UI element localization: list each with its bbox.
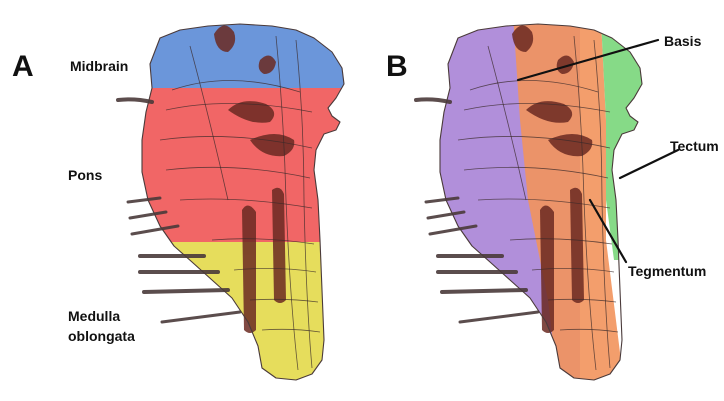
panel-a-regions xyxy=(130,0,350,401)
label-basis: Basis xyxy=(664,33,702,49)
midbrain-region xyxy=(130,0,350,88)
label-medulla-line2: oblongata xyxy=(68,328,135,344)
label-tectum: Tectum xyxy=(670,138,719,154)
panel-b-letter: B xyxy=(386,50,408,83)
panel-b: B Basis Tectum Tegmentum xyxy=(386,0,719,401)
label-medulla-line1: Medulla xyxy=(68,308,120,324)
label-tegmentum: Tegmentum xyxy=(628,263,706,279)
panel-a-letter: A xyxy=(12,50,34,83)
tectum-leader xyxy=(620,150,678,178)
panel-a: A Midbrain Pons Medulla oblongata xyxy=(12,0,350,401)
label-pons: Pons xyxy=(68,167,102,183)
label-midbrain: Midbrain xyxy=(70,58,128,74)
